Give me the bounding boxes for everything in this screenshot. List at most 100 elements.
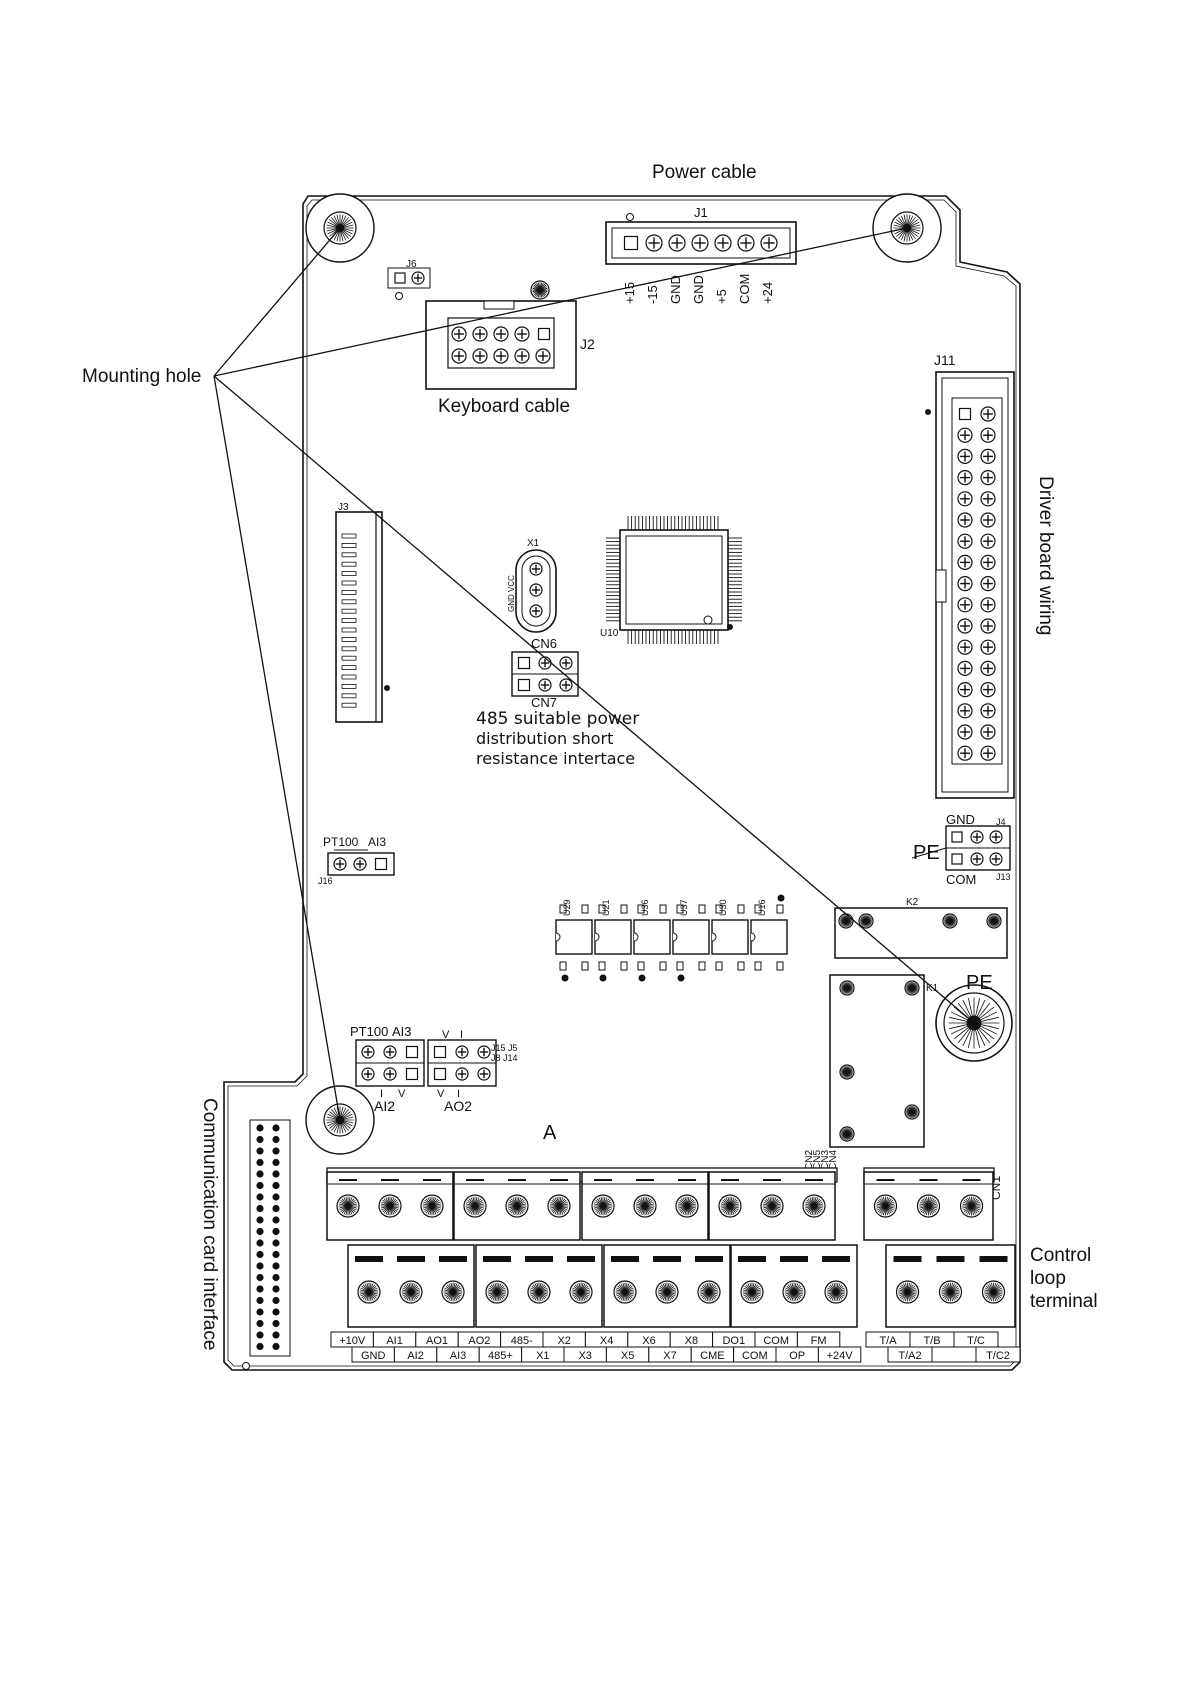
header-pin xyxy=(361,1045,375,1059)
comm-pin xyxy=(256,1170,264,1178)
k1-pin xyxy=(839,1064,855,1080)
comm-pin xyxy=(272,1331,280,1339)
terminal-screw xyxy=(895,1280,920,1304)
k1-pin xyxy=(904,980,920,996)
comm-pin xyxy=(272,1135,280,1144)
header-pin xyxy=(538,678,552,692)
j1-label: J1 xyxy=(694,205,708,220)
header-pin xyxy=(957,745,973,761)
square-pin xyxy=(951,831,963,843)
pt100-top-label: PT100 xyxy=(323,835,359,849)
comm-pin xyxy=(256,1262,264,1270)
comm-pin xyxy=(272,1227,280,1236)
j1-pin-label: +15 xyxy=(622,282,637,304)
terminal-screw xyxy=(959,1194,984,1218)
u10-mcu xyxy=(619,529,729,631)
header-pin xyxy=(691,234,709,252)
j2-label: J2 xyxy=(580,336,595,352)
terminal-screw xyxy=(916,1194,941,1218)
comm-pin xyxy=(256,1135,264,1144)
terminal-screw xyxy=(591,1194,615,1218)
header-pin xyxy=(957,554,973,571)
comm-pin xyxy=(256,1239,264,1247)
k2-pin xyxy=(942,913,958,929)
j3-pin xyxy=(341,627,357,633)
terminal-screw xyxy=(718,1194,742,1218)
j2-connector xyxy=(425,300,577,390)
header-pin xyxy=(980,554,996,571)
terminal-screw xyxy=(505,1194,529,1218)
comm-pin xyxy=(256,1285,264,1293)
leader-line xyxy=(213,375,341,1121)
header-pin xyxy=(451,348,467,364)
terminal-label-bottom: AI2 xyxy=(407,1350,424,1362)
optocoupler: U29 xyxy=(555,899,593,971)
terminal-screw xyxy=(420,1194,444,1218)
j3-pin xyxy=(341,646,357,652)
header-pin xyxy=(514,326,530,342)
terminal-label-top: X2 xyxy=(557,1335,570,1347)
square-pin xyxy=(517,678,531,692)
j3-pin xyxy=(341,533,357,539)
header-pin xyxy=(957,639,973,655)
terminal-label-top: 485- xyxy=(511,1335,533,1347)
header-pin xyxy=(957,533,973,549)
opto-label: U36 xyxy=(640,899,650,916)
header-pin xyxy=(451,326,467,342)
comm-pin xyxy=(256,1342,264,1351)
comm-pin xyxy=(272,1170,280,1178)
terminal-screw xyxy=(463,1194,487,1218)
comm-pin xyxy=(272,1181,280,1190)
comm-pin xyxy=(272,1342,280,1351)
header-pin xyxy=(957,618,973,634)
terminal-screw xyxy=(782,1280,806,1304)
communication-card-interface-label: Communication card interface xyxy=(199,1098,220,1351)
j3-pin xyxy=(341,571,357,576)
u10-pin1 xyxy=(703,615,713,625)
comm-pin xyxy=(256,1227,264,1236)
terminal-label-top: DO1 xyxy=(722,1335,745,1347)
header-pin xyxy=(980,470,996,486)
terminal-label-bottom-cell xyxy=(817,1346,862,1363)
terminal-label-bottom: X1 xyxy=(536,1350,549,1362)
terminal-screw xyxy=(675,1194,699,1218)
terminal-label-top: FM xyxy=(811,1335,827,1347)
header-pin xyxy=(472,326,488,342)
header-pin xyxy=(538,656,552,670)
rs485-note-line: resistance intertace xyxy=(476,749,636,768)
mounting-hole-label: Mounting hole xyxy=(82,366,202,387)
j3-label: J3 xyxy=(338,502,349,513)
terminal-screw xyxy=(547,1194,571,1218)
j4-label: J4 xyxy=(996,817,1006,827)
comm-pin xyxy=(272,1147,280,1155)
j11-mark xyxy=(925,409,931,415)
j11-header xyxy=(935,371,1015,799)
j6-mark xyxy=(395,292,403,300)
square-pin xyxy=(405,1045,419,1059)
header-pin xyxy=(957,448,973,464)
upper-terminal-block xyxy=(708,1171,836,1241)
header-pin xyxy=(980,660,996,677)
header-pin xyxy=(957,491,973,507)
j1-pin-label: COM xyxy=(737,274,752,304)
opto-label: U16 xyxy=(757,899,767,916)
header-pin xyxy=(957,512,973,528)
header-pin xyxy=(980,448,996,464)
ai3-bottom-label: AI3 xyxy=(392,1024,412,1039)
header-pin xyxy=(361,1067,375,1081)
header-pin xyxy=(980,427,996,443)
j1-pin-label: +5 xyxy=(714,289,729,304)
u10-label: U10 xyxy=(600,628,619,639)
upper-terminal-block xyxy=(581,1171,709,1241)
opto-dot xyxy=(599,974,607,982)
j15-j5-label: J15 J5 xyxy=(491,1043,518,1053)
lower-terminal-block xyxy=(475,1244,603,1328)
terminal-label-bottom: X3 xyxy=(578,1350,591,1362)
header-pin xyxy=(559,678,573,692)
square-pin xyxy=(394,272,406,284)
square-pin xyxy=(537,327,551,341)
header-pin xyxy=(957,575,973,592)
comm-pin xyxy=(256,1147,264,1155)
optocoupler: U37 xyxy=(672,899,710,971)
square-pin xyxy=(623,235,639,251)
